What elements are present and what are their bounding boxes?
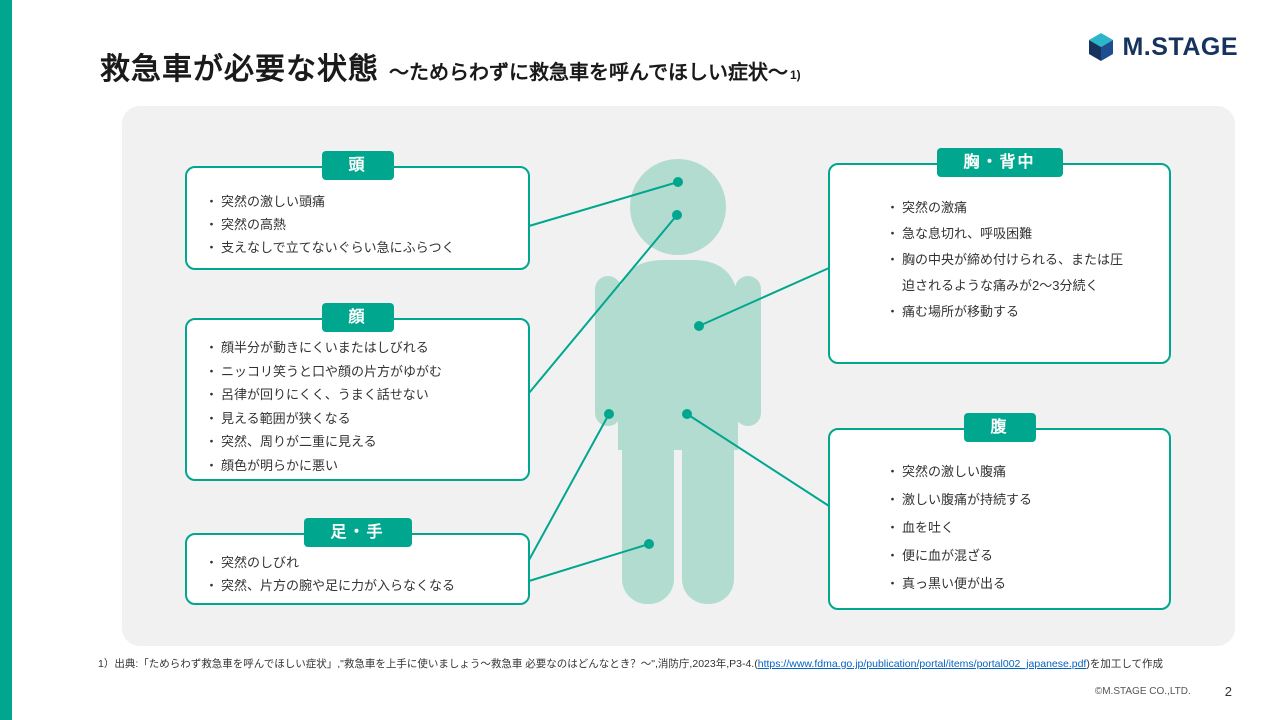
left-accent-bar — [0, 0, 12, 720]
symptom-item: 痛む場所が移動する — [886, 299, 1133, 325]
symptom-item: 見える範囲が狭くなる — [205, 407, 514, 431]
connector-dots — [604, 177, 704, 549]
connector-lines — [528, 181, 830, 582]
title-subtitle: 〜ためらわずに救急車を呼んでほしい症状〜 — [389, 62, 788, 84]
symptom-item: 突然のしびれ — [205, 551, 514, 574]
title-footnote-mark: 1) — [790, 68, 801, 82]
symptom-item: 顔色が明らかに悪い — [205, 454, 514, 478]
symptom-list-head: 突然の激しい頭痛 突然の高熱 支えなしで立てないぐらい急にふらつく — [187, 168, 528, 259]
symptom-item: ニッコリ笑うと口や顔の片方がゆがむ — [205, 360, 514, 384]
symptom-item: 便に血が混ざる — [886, 542, 1133, 570]
symptom-item: 突然、片方の腕や足に力が入らなくなる — [205, 574, 514, 597]
mstage-logo-icon — [1089, 33, 1114, 61]
symptom-item: 支えなしで立てないぐらい急にふらつく — [205, 236, 514, 259]
source-footnote: 1）出典:「ためらわず救急車を呼んでほしい症状」,"救急車を上手に使いましょう〜… — [98, 656, 1238, 671]
symptom-item: 呂律が回りにくく、うまく話せない — [205, 383, 514, 407]
source-link[interactable]: https://www.fdma.go.jp/publication/porta… — [757, 658, 1087, 670]
symptom-item: 真っ黒い便が出る — [886, 570, 1133, 598]
symptom-item: 突然の激痛 — [886, 195, 1133, 221]
symptom-box-limbs-label: 足・手 — [303, 518, 412, 547]
symptom-list-limbs: 突然のしびれ 突然、片方の腕や足に力が入らなくなる — [187, 535, 528, 597]
copyright-text: ©M.STAGE CO.,LTD. — [1094, 686, 1191, 697]
footnote-text-before: 1）出典:「ためらわず救急車を呼んでほしい症状」,"救急車を上手に使いましょう〜… — [98, 658, 758, 670]
symptom-box-limbs: 足・手 突然のしびれ 突然、片方の腕や足に力が入らなくなる — [185, 518, 530, 605]
symptom-box-chest-back-label: 胸・背中 — [936, 148, 1063, 177]
symptom-box-abdomen: 腹 突然の激しい腹痛 激しい腹痛が持続する 血を吐く 便に血が混ざる 真っ黒い便… — [828, 413, 1171, 610]
footnote-text-after: )を加工して作成 — [1086, 658, 1164, 670]
mstage-logo: M.STAGE — [1088, 32, 1238, 62]
symptom-item: 突然、周りが二重に見える — [205, 430, 514, 454]
title-main: 救急車が必要な状態 — [100, 53, 379, 86]
symptom-box-face-label: 顔 — [321, 303, 394, 332]
symptom-item: 胸の中央が締め付けられる、または圧迫されるような痛みが2〜3分続く — [886, 247, 1133, 299]
symptom-item: 突然の激しい腹痛 — [886, 458, 1133, 486]
symptom-item: 血を吐く — [886, 514, 1133, 542]
page-number: 2 — [1224, 684, 1232, 699]
symptom-list-face: 顔半分が動きにくいまたはしびれる ニッコリ笑うと口や顔の片方がゆがむ 呂律が回り… — [187, 320, 528, 477]
symptom-item: 突然の激しい頭痛 — [205, 190, 514, 213]
symptom-list-chest-back: 突然の激痛 急な息切れ、呼吸困難 胸の中央が締め付けられる、または圧迫されるよう… — [830, 165, 1169, 325]
symptom-box-head: 頭 突然の激しい頭痛 突然の高熱 支えなしで立てないぐらい急にふらつく — [185, 151, 530, 270]
symptom-item: 急な息切れ、呼吸困難 — [886, 221, 1133, 247]
human-figure — [595, 159, 761, 604]
page-title: 救急車が必要な状態 〜ためらわずに救急車を呼んでほしい症状〜 1) — [100, 44, 801, 88]
symptom-item: 顔半分が動きにくいまたはしびれる — [205, 336, 514, 360]
footer-row: ©M.STAGE CO.,LTD. 2 — [1095, 684, 1232, 699]
symptom-box-face: 顔 顔半分が動きにくいまたはしびれる ニッコリ笑うと口や顔の片方がゆがむ 呂律が… — [185, 303, 530, 481]
symptom-box-head-label: 頭 — [321, 151, 394, 180]
symptom-item: 激しい腹痛が持続する — [886, 486, 1133, 514]
symptom-box-abdomen-label: 腹 — [963, 413, 1036, 442]
symptom-list-abdomen: 突然の激しい腹痛 激しい腹痛が持続する 血を吐く 便に血が混ざる 真っ黒い便が出… — [830, 430, 1169, 598]
symptom-box-chest-back: 胸・背中 突然の激痛 急な息切れ、呼吸困難 胸の中央が締め付けられる、または圧迫… — [828, 148, 1171, 364]
symptom-item: 突然の高熱 — [205, 213, 514, 236]
mstage-logo-text: M.STAGE — [1122, 32, 1238, 61]
